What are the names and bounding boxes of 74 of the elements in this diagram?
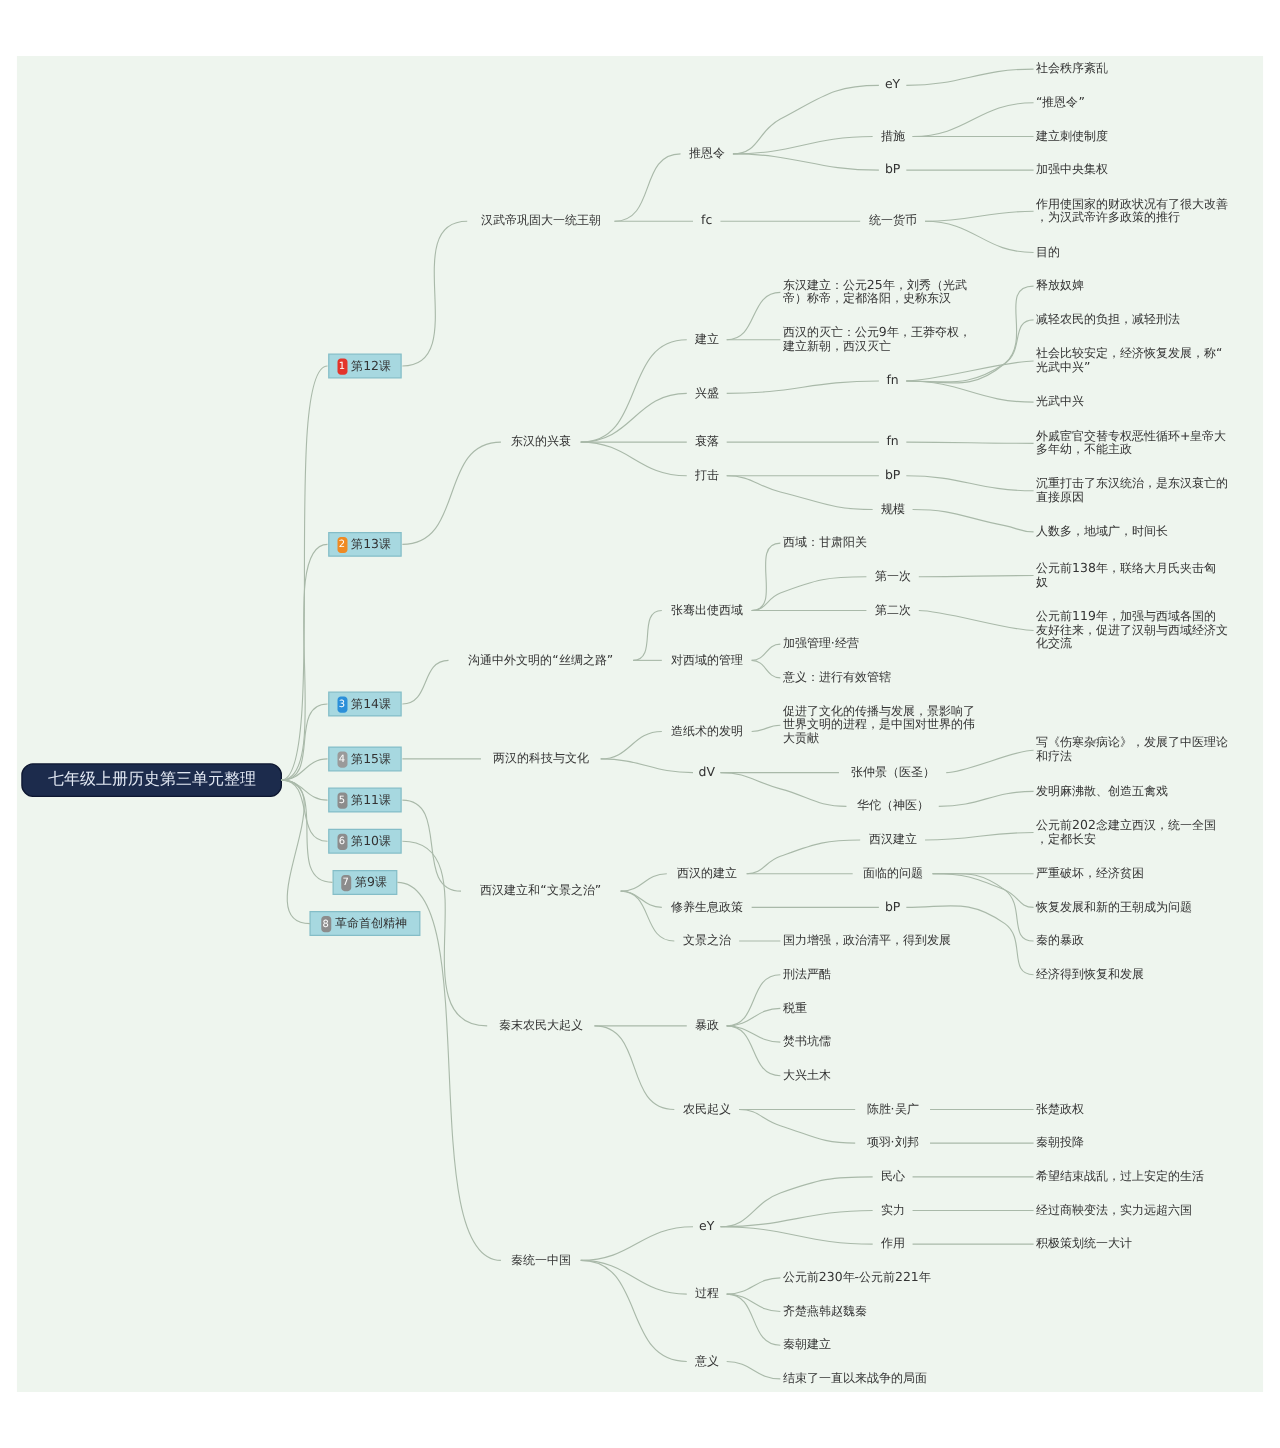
connector (396, 881, 502, 1261)
connector (905, 441, 1035, 444)
connector (726, 291, 781, 341)
connector (726, 380, 880, 394)
connector (280, 779, 311, 925)
connector (726, 974, 781, 1027)
connector (280, 758, 329, 781)
connector (912, 135, 1035, 137)
connector (732, 153, 880, 171)
connector (580, 392, 688, 443)
connector (751, 609, 867, 612)
connector (632, 659, 663, 661)
connector (280, 543, 329, 781)
connector (912, 1176, 1035, 1178)
connector (912, 508, 1035, 533)
connector (751, 906, 880, 908)
connector (401, 840, 488, 1027)
connector (620, 873, 668, 892)
connector (912, 102, 1035, 137)
connector (593, 1025, 688, 1027)
connector (580, 1259, 688, 1362)
connector (719, 772, 847, 807)
connector (632, 609, 663, 661)
connector (726, 1360, 781, 1380)
connector (738, 940, 781, 942)
connector (726, 339, 781, 341)
connector (924, 210, 1035, 222)
connector (924, 220, 1035, 254)
connector (929, 1142, 1035, 1144)
connector (905, 68, 1035, 86)
node-box: 七年级上册历史第三单元整理 (21, 763, 282, 797)
connector (751, 643, 781, 661)
connector (726, 441, 880, 443)
connector (726, 475, 874, 510)
connector (726, 1007, 781, 1027)
connector (401, 659, 450, 705)
connector (905, 169, 1035, 171)
connector (580, 339, 688, 443)
connector (912, 1243, 1035, 1245)
connector (945, 749, 1035, 774)
connector (746, 873, 854, 875)
connector (905, 905, 1035, 976)
connector (751, 576, 867, 612)
connector (751, 724, 781, 733)
connector (613, 153, 682, 222)
connector (620, 890, 675, 942)
connector (918, 575, 1035, 578)
connector (931, 872, 1035, 942)
connector (401, 220, 468, 367)
connector (280, 703, 329, 781)
connector (918, 609, 1035, 631)
connector (726, 1025, 781, 1077)
connector (280, 365, 329, 781)
connector (751, 659, 781, 679)
connector (905, 475, 1035, 492)
connector (726, 1293, 781, 1346)
connector (580, 441, 688, 477)
connector (719, 220, 861, 222)
connector (719, 1226, 874, 1245)
connector (924, 831, 1035, 841)
connector (600, 758, 694, 774)
connector (738, 1108, 856, 1144)
connector (746, 839, 861, 875)
connector (905, 380, 1035, 403)
connector (593, 1025, 675, 1110)
connector (726, 1277, 781, 1295)
connector (912, 1209, 1035, 1212)
connector (938, 790, 1035, 807)
connector (929, 1108, 1035, 1110)
connector (580, 441, 688, 443)
connector (401, 758, 482, 760)
connector (401, 441, 502, 545)
connector (613, 220, 694, 222)
connector (401, 799, 462, 892)
